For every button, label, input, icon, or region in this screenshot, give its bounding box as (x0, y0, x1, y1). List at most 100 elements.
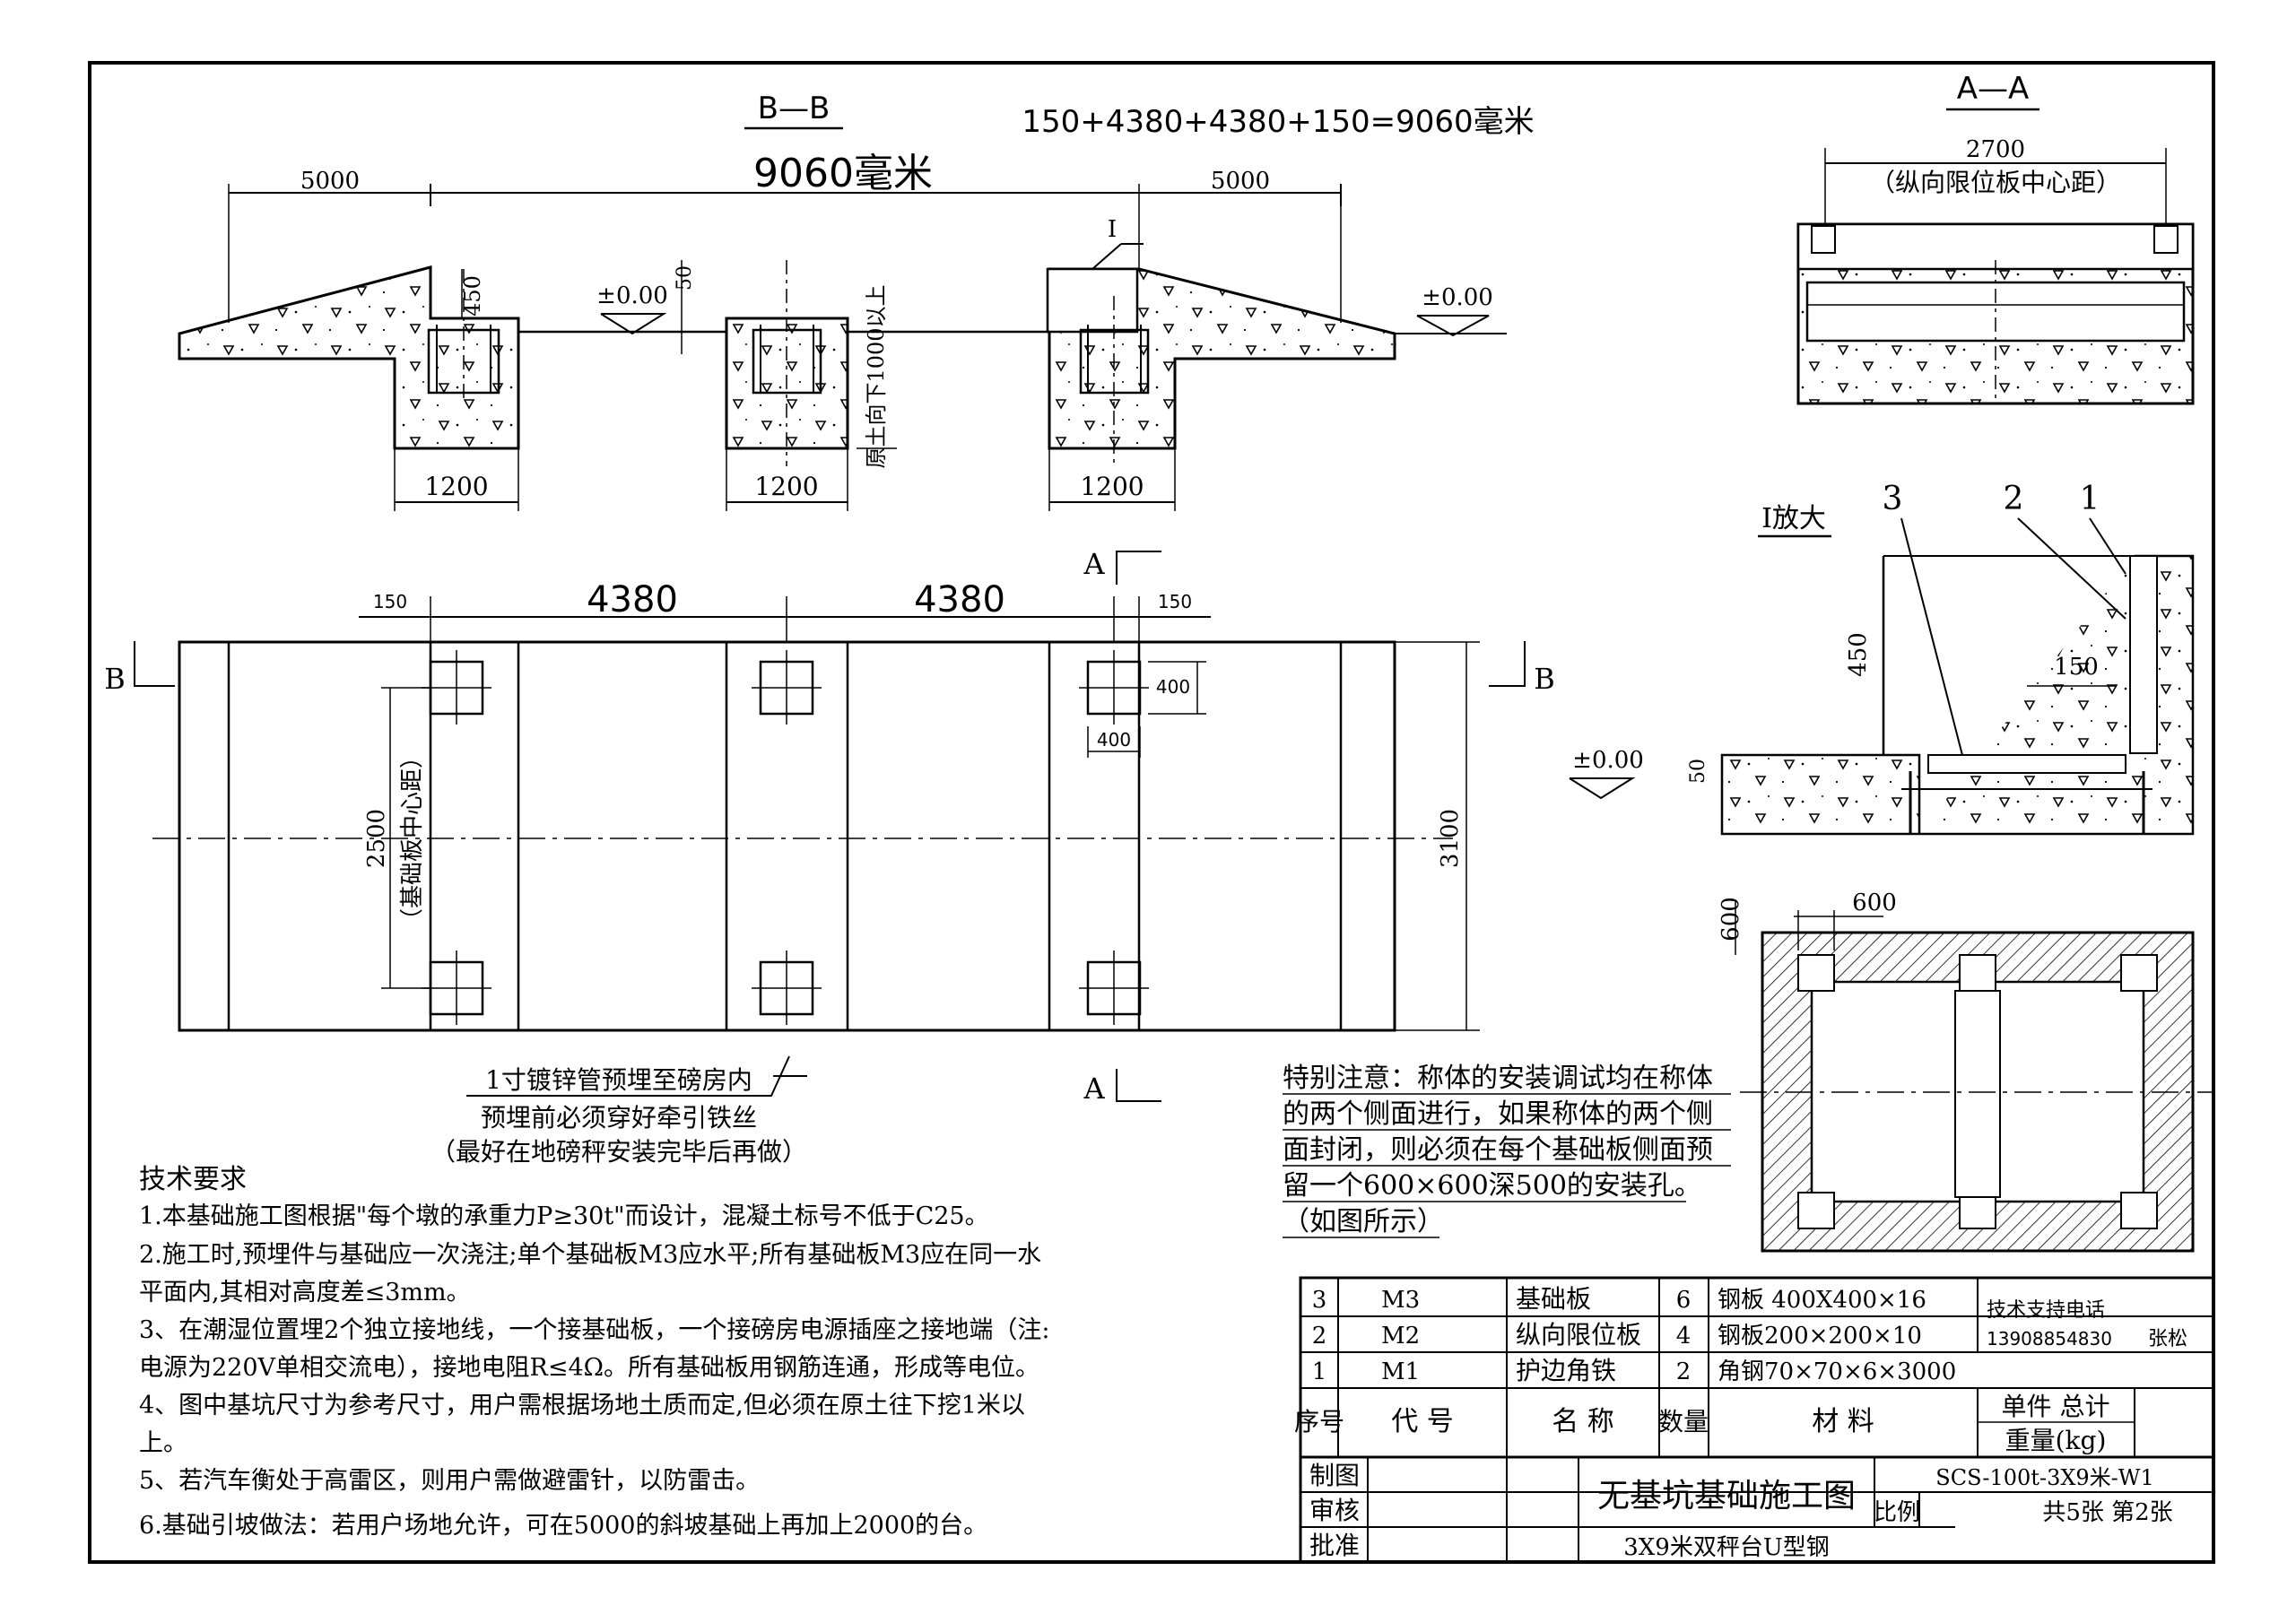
callout-2: 2 (2004, 481, 2024, 517)
slope-left-dim: 5000 (300, 168, 360, 195)
subtitle: 3X9米双秤台U型钢 (1623, 1534, 1830, 1561)
sheet-border (88, 61, 2215, 1564)
row1-code: M1 (1381, 1358, 1420, 1385)
callout-3: 3 (1883, 481, 1903, 517)
row1-qty: 2 (1676, 1358, 1692, 1385)
header-material: 材 料 (1812, 1406, 1874, 1437)
row2-material: 钢板200×200×10 (1718, 1323, 1922, 1350)
special-note: 特别注意：称体的安装调试均在称体 的两个侧面进行，如果称体的两个侧 面封闭，则必… (1283, 1063, 1731, 1238)
approved-label: 批准 (1309, 1531, 1360, 1560)
detail-level: ±0.00 (1572, 747, 1644, 774)
section-b-right: B (1534, 662, 1555, 696)
support-name: 张松 (2148, 1328, 2187, 1350)
plate-spacing-note: （基础板中心距） (399, 745, 426, 932)
row3-material: 钢板 400X400×16 (1718, 1287, 1926, 1314)
plate-spacing: 2500 (363, 809, 390, 868)
total-width: 3100 (1437, 809, 1464, 868)
row1-material: 角钢70×70×6×3000 (1718, 1358, 1956, 1385)
slope-right-dim: 5000 (1211, 168, 1270, 195)
note-line-2: 的两个侧面进行，如果称体的两个侧 (1283, 1098, 1713, 1130)
aa-dim-note: （纵向限位板中心距） (1870, 168, 2121, 197)
span-1: 4380 (587, 579, 678, 621)
aa-title: A—A (1957, 71, 2030, 107)
pipe-line-2: 预埋前必须穿好牵引铁丝 (481, 1103, 757, 1133)
detail-ref: I (1108, 216, 1117, 243)
row2-qty: 4 (1676, 1323, 1692, 1350)
header-qty: 数量 (1658, 1407, 1709, 1436)
header-weight: 重量(kg) (2005, 1426, 2107, 1455)
edge-left: 150 (373, 591, 407, 612)
soil-note: 原土向下1000以上 (864, 284, 889, 468)
drawing-title: 无基坑基础施工图 (1597, 1478, 1856, 1515)
row3-no: 3 (1312, 1287, 1327, 1314)
parts-table (1299, 1276, 2215, 1564)
note-line-5: （如图所示） (1283, 1206, 1444, 1237)
header-no: 序号 (1294, 1407, 1344, 1436)
pipe-notes: 1寸镀锌管预埋至磅房内 预埋前必须穿好牵引铁丝 （最好在地磅秤安装完毕后再做） (430, 1055, 807, 1167)
note-line-1: 特别注意：称体的安装调试均在称体 (1283, 1063, 1713, 1094)
support-label: 技术支持电话 (1987, 1299, 2105, 1322)
sheets: 共5张 第2张 (2042, 1499, 2172, 1526)
tech-line-2: 2.施工时,预埋件与基础应一次浇注;单个基础板M3应水平;所有基础板M3应在同一… (139, 1241, 1041, 1269)
detail-offset: 50 (1687, 759, 1709, 784)
tech-line-7: 上。 (139, 1429, 187, 1457)
header-unit: 单件 总计 (2002, 1392, 2110, 1421)
pit-width: 600 (1852, 890, 1897, 916)
tech-requirements: 技术要求 1.本基础施工图根据"每个墩的承重力P≥30t"而设计，混凝土标号不低… (139, 1164, 1049, 1540)
row1-name: 护边角铁 (1516, 1356, 1616, 1385)
section-a-bottom: A (1083, 1072, 1105, 1106)
row3-name: 基础板 (1516, 1284, 1591, 1314)
aa-section: A—A 2700 （纵向限位板中心距） (1796, 71, 2195, 405)
level-left: ±0.00 (596, 282, 668, 309)
row1-no: 1 (1312, 1358, 1327, 1385)
pit-detail: 600 600 (1718, 890, 2215, 1253)
checked-label: 审核 (1309, 1496, 1360, 1525)
tech-line-8: 5、若汽车衡处于高雷区，则用户需做避雷针，以防雷击。 (139, 1467, 760, 1495)
callout-1: 1 (2080, 481, 2100, 517)
parts-table-text: 3 M3 基础板 6 钢板 400X400×16 2 M2 纵向限位板 4 钢板… (1294, 1284, 2187, 1561)
height-50: 50 (674, 265, 696, 291)
pier-width-1: 1200 (424, 472, 488, 501)
edge-right: 150 (1158, 591, 1192, 612)
total-formula: 150+4380+4380+150=9060毫米 (1022, 104, 1534, 140)
tech-line-4: 3、在潮湿位置埋2个独立接地线，一个接基础板，一个接磅房电源插座之接地端（注: (139, 1316, 1049, 1344)
aa-dim: 2700 (1966, 136, 2025, 163)
bb-section: B—B 150+4380+4380+150=9060毫米 9060毫米 5000… (178, 91, 1535, 511)
plate-width: 400 (1097, 729, 1131, 751)
pipe-line-3: （最好在地磅秤安装完毕后再做） (430, 1137, 807, 1167)
row2-name: 纵向限位板 (1516, 1320, 1641, 1350)
row3-qty: 6 (1676, 1287, 1692, 1314)
tech-line-9: 6.基础引坡做法：若用户场地允许，可在5000的斜坡基础上再加上2000的台。 (139, 1512, 987, 1540)
row3-code: M3 (1381, 1287, 1420, 1314)
header-name: 名 称 (1552, 1406, 1614, 1437)
header-code: 代 号 (1391, 1406, 1454, 1437)
row2-code: M2 (1381, 1323, 1420, 1350)
scale-label: 比例 (1874, 1499, 1920, 1526)
bb-title: B—B (758, 91, 831, 126)
note-line-4: 留一个600×600深500的安装孔。 (1283, 1170, 1701, 1202)
note-line-3: 面封闭，则必须在每个基础板侧面预 (1283, 1134, 1713, 1166)
support-phone: 13908854830 (1987, 1328, 2112, 1350)
row2-no: 2 (1312, 1323, 1327, 1350)
tech-heading: 技术要求 (139, 1164, 247, 1195)
pier-width-3: 1200 (1080, 472, 1144, 501)
detail-height: 450 (1845, 632, 1872, 677)
detail-title: I放大 (1761, 503, 1826, 534)
section-b-left: B (104, 662, 126, 696)
pier-width-2: 1200 (754, 472, 818, 501)
detail-i: I放大 3 2 1 450 150 ±0.00 50 (1569, 481, 2195, 836)
drawing-no: SCS-100t-3X9米-W1 (1935, 1465, 2153, 1490)
level-right: ±0.00 (1422, 284, 1493, 311)
tech-line-6: 4、图中基坑尺寸为参考尺寸，用户需根据场地土质而定,但必须在原土往下挖1米以 (139, 1392, 1025, 1419)
total-span: 9060毫米 (753, 151, 933, 196)
height-450: 450 (460, 275, 485, 317)
tech-line-3: 平面内,其相对高度差≤3mm。 (139, 1279, 471, 1306)
section-a-top: A (1083, 547, 1105, 581)
drawn-label: 制图 (1309, 1461, 1360, 1490)
plan-view: 4380 4380 150 150 400 400 2500 （基础板中心距） … (104, 547, 1555, 1106)
pit-height: 600 (1718, 897, 1744, 942)
span-2: 4380 (914, 579, 1005, 621)
tech-line-1: 1.本基础施工图根据"每个墩的承重力P≥30t"而设计，混凝土标号不低于C25。 (139, 1202, 989, 1230)
pipe-line-1: 1寸镀锌管预埋至磅房内 (485, 1065, 752, 1095)
